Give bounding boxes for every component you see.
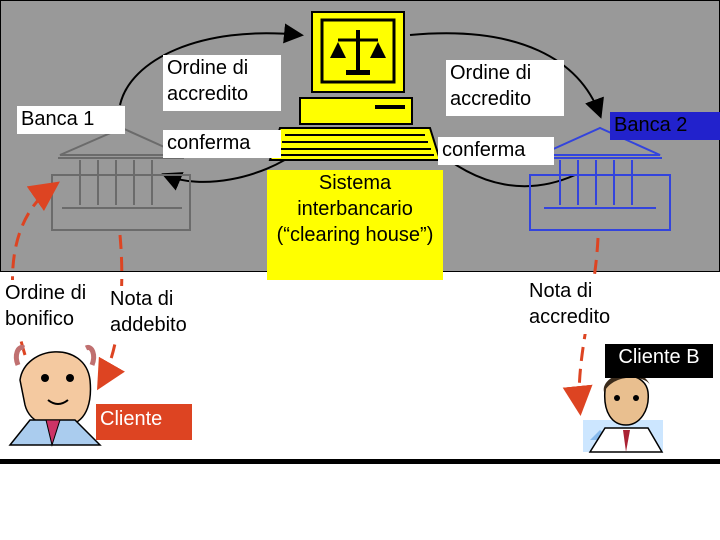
nota-accredito-label: Nota di accredito [525,278,643,334]
businessman-icon [583,372,664,453]
conferma-left-label: conferma [163,130,281,158]
dashed-arrow-bank1-to-person [97,234,125,391]
ordine-bonifico-label: Ordine di bonifico [3,280,117,336]
conferma-right-label: conferma [438,137,554,165]
sistema-interbancario-label: Sistema interbancario (“clearing house”) [267,170,443,280]
cliente-a-label: Cliente [96,404,192,440]
computer-scales-icon [268,11,442,161]
ordine-accredito-right-label: Ordine di accredito [446,60,564,116]
arrow-bank1-to-clearing [119,23,304,106]
banca1-label: Banca 1 [17,106,125,134]
nota-addebito-label: Nota di addebito [108,286,212,342]
ordine-accredito-left-label: Ordine di accredito [163,55,281,111]
bottom-divider [0,459,720,464]
banca2-label: Banca 2 [610,112,720,140]
arrow-clearing-to-bank2 [409,32,604,119]
bank2-building-icon [529,126,671,231]
bald-man-icon [8,345,102,447]
cliente-b-label: Cliente B [605,344,713,378]
